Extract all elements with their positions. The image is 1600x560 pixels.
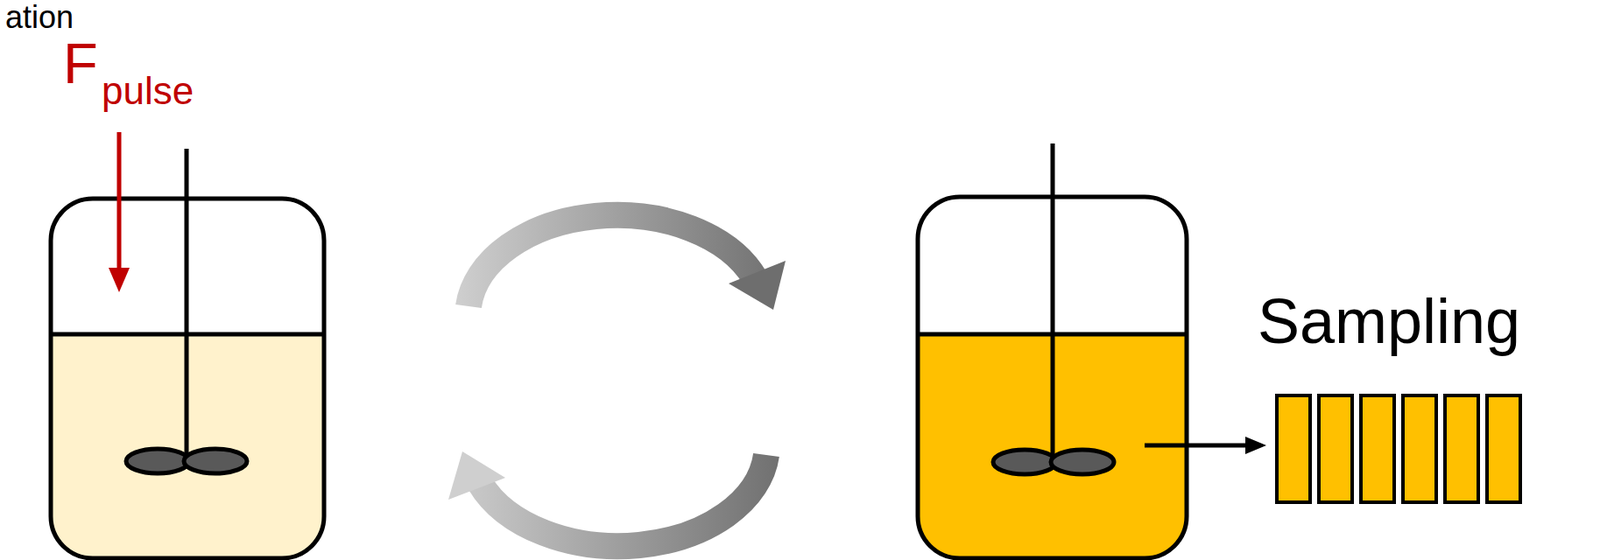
stirrer-shaft — [1050, 143, 1056, 463]
sample-tubes — [1276, 395, 1521, 503]
impeller-blade — [126, 449, 190, 474]
cut-heading: ation — [5, 1, 74, 34]
flow-subscript: pulse — [101, 71, 194, 111]
pulse-feed-arrow — [108, 132, 130, 293]
impeller-blade — [183, 449, 247, 474]
impeller-blade — [993, 450, 1057, 475]
cycle-arrow-top — [468, 215, 755, 307]
left-bioreactor — [50, 148, 325, 560]
sampling-line — [1144, 444, 1248, 449]
sample-tube — [1276, 395, 1311, 503]
flow-symbol: F — [63, 35, 99, 92]
sample-tube — [1402, 395, 1437, 503]
sample-tube — [1360, 395, 1395, 503]
right-bioreactor — [917, 143, 1187, 560]
sample-tube — [1444, 395, 1479, 503]
cycle-arrows — [448, 215, 786, 547]
feed-arrowhead — [108, 267, 130, 293]
feed-line — [117, 132, 122, 272]
cycle-arrowhead — [728, 260, 786, 311]
sample-tube — [1318, 395, 1353, 503]
sampling-arrow — [1144, 437, 1267, 455]
sampling-arrowhead — [1245, 437, 1267, 455]
sample-tube — [1487, 395, 1521, 503]
sampling-label: Sampling — [1257, 289, 1521, 353]
cycle-arrowhead — [448, 451, 506, 501]
impeller-blade — [1050, 450, 1114, 475]
stirrer-shaft — [184, 148, 190, 462]
cycle-arrow-bottom — [479, 455, 767, 547]
